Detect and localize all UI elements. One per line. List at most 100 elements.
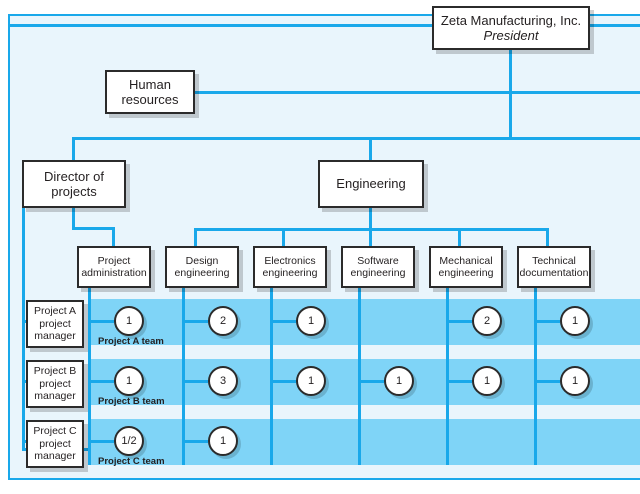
node-project-b-manager[interactable]: Project B project manager <box>26 360 84 408</box>
cell-a-mechanical-engineering[interactable]: 2 <box>472 306 502 336</box>
project-b-manager-line1: Project B <box>33 365 77 378</box>
project-c-manager-line2: project <box>39 437 71 450</box>
project-c-manager-line1: Project C <box>33 425 77 438</box>
matrix-stub-a-technical-documentation <box>534 320 560 323</box>
connector-engineering-down <box>369 208 372 246</box>
cell-b-technical-documentation[interactable]: 1 <box>560 366 590 396</box>
node-director-of-projects[interactable]: Director of projects <box>22 160 126 208</box>
matrix-column-line-mechanical-engineering <box>446 288 449 465</box>
cell-a-technical-documentation[interactable]: 1 <box>560 306 590 336</box>
software-engineering-line2: engineering <box>350 267 406 279</box>
cell-a-mechanical-engineering-value: 2 <box>483 315 491 327</box>
technical-documentation-line1: Technical <box>532 254 576 267</box>
matrix-stub-b-electronics-engineering <box>270 380 296 383</box>
cell-a-electronics-engineering[interactable]: 1 <box>296 306 326 336</box>
connector-dept-riser-technical <box>546 228 549 246</box>
cell-a-technical-documentation-value: 1 <box>571 315 579 327</box>
matrix-stub-c-project-administration <box>88 440 114 443</box>
director-of-projects-line2: projects <box>51 184 97 199</box>
team-label-b: Project B team <box>98 396 165 407</box>
connector-director-riser <box>72 137 75 162</box>
matrix-column-line-software-engineering <box>358 288 361 465</box>
connector-dept-riser-design <box>194 228 197 246</box>
project-c-manager-line3: manager <box>34 450 76 463</box>
cell-b-electronics-engineering[interactable]: 1 <box>296 366 326 396</box>
connector-level2-bus <box>72 137 640 140</box>
cell-c-project-administration-value: 1/2 <box>121 435 137 447</box>
node-software-engineering[interactable]: Software engineering <box>341 246 415 288</box>
cell-a-design-engineering[interactable]: 2 <box>208 306 238 336</box>
matrix-stub-b-software-engineering <box>358 380 384 383</box>
connector-pm-bus <box>22 208 25 451</box>
project-b-manager-line2: project <box>39 377 71 390</box>
project-a-manager-line1: Project A <box>33 305 77 318</box>
node-electronics-engineering[interactable]: Electronics engineering <box>253 246 327 288</box>
connector-dept-riser-mechanical <box>458 228 461 246</box>
president-title: President <box>483 28 539 43</box>
cell-c-design-engineering-value: 1 <box>219 435 227 447</box>
technical-documentation-line2: documentation <box>519 267 589 279</box>
node-president[interactable]: Zeta Manufacturing, Inc. President <box>432 6 590 50</box>
connector-pm-stub-c <box>22 440 28 443</box>
project-administration-line1: Project <box>97 254 131 267</box>
matrix-stub-b-project-administration <box>88 380 114 383</box>
team-label-a: Project A team <box>98 336 164 347</box>
cell-b-technical-documentation-value: 1 <box>571 375 579 387</box>
design-engineering-line2: engineering <box>174 267 230 279</box>
matrix-column-line-project-administration <box>88 288 91 465</box>
design-engineering-line1: Design <box>185 254 219 267</box>
connector-president-left <box>10 24 432 27</box>
mechanical-engineering-line2: engineering <box>438 267 494 279</box>
president-company-name: Zeta Manufacturing, Inc. <box>440 12 582 28</box>
team-band-c <box>88 419 640 465</box>
cell-a-electronics-engineering-value: 1 <box>307 315 315 327</box>
matrix-stub-a-electronics-engineering <box>270 320 296 323</box>
electronics-engineering-line2: engineering <box>262 267 318 279</box>
connector-dept-riser-electronics <box>282 228 285 246</box>
cell-c-project-administration[interactable]: 1/2 <box>114 426 144 456</box>
node-mechanical-engineering[interactable]: Mechanical engineering <box>429 246 503 288</box>
matrix-stub-a-project-administration <box>88 320 114 323</box>
node-project-c-manager[interactable]: Project C project manager <box>26 420 84 468</box>
human-resources-line2: resources <box>121 92 179 107</box>
cell-c-design-engineering[interactable]: 1 <box>208 426 238 456</box>
node-project-administration[interactable]: Project administration <box>77 246 151 288</box>
cell-b-electronics-engineering-value: 1 <box>307 375 315 387</box>
cell-b-design-engineering[interactable]: 3 <box>208 366 238 396</box>
mechanical-engineering-line1: Mechanical <box>439 254 493 267</box>
matrix-column-line-electronics-engineering <box>270 288 273 465</box>
cell-b-project-administration[interactable]: 1 <box>114 366 144 396</box>
connector-dept-bus <box>194 228 547 231</box>
matrix-stub-b-technical-documentation <box>534 380 560 383</box>
electronics-engineering-line1: Electronics <box>264 254 316 267</box>
cell-a-project-administration[interactable]: 1 <box>114 306 144 336</box>
matrix-stub-a-design-engineering <box>182 320 208 323</box>
matrix-stub-b-mechanical-engineering <box>446 380 472 383</box>
connector-projadmin-riser <box>112 227 115 246</box>
human-resources-line1: Human <box>129 76 171 92</box>
cell-b-software-engineering[interactable]: 1 <box>384 366 414 396</box>
team-label-c: Project C team <box>98 456 165 467</box>
connector-director-elbow <box>72 227 115 230</box>
software-engineering-line1: Software <box>357 254 399 267</box>
project-administration-line2: administration <box>81 267 147 279</box>
node-human-resources[interactable]: Human resources <box>105 70 195 114</box>
matrix-column-line-technical-documentation <box>534 288 537 465</box>
cell-b-mechanical-engineering[interactable]: 1 <box>472 366 502 396</box>
cell-a-project-administration-value: 1 <box>125 315 133 327</box>
cell-b-software-engineering-value: 1 <box>395 375 403 387</box>
matrix-column-line-design-engineering <box>182 288 185 465</box>
connector-pm-stub-b <box>22 380 28 383</box>
project-a-manager-line3: manager <box>34 330 76 343</box>
node-project-a-manager[interactable]: Project A project manager <box>26 300 84 348</box>
connector-pm-stub-a <box>22 320 28 323</box>
director-of-projects-line1: Director of <box>44 168 104 184</box>
node-design-engineering[interactable]: Design engineering <box>165 246 239 288</box>
node-technical-documentation[interactable]: Technical documentation <box>517 246 591 288</box>
connector-director-down <box>72 208 75 230</box>
node-engineering[interactable]: Engineering <box>318 160 424 208</box>
connector-engineering-riser <box>369 137 372 162</box>
cell-b-design-engineering-value: 3 <box>219 375 227 387</box>
matrix-stub-b-design-engineering <box>182 380 208 383</box>
